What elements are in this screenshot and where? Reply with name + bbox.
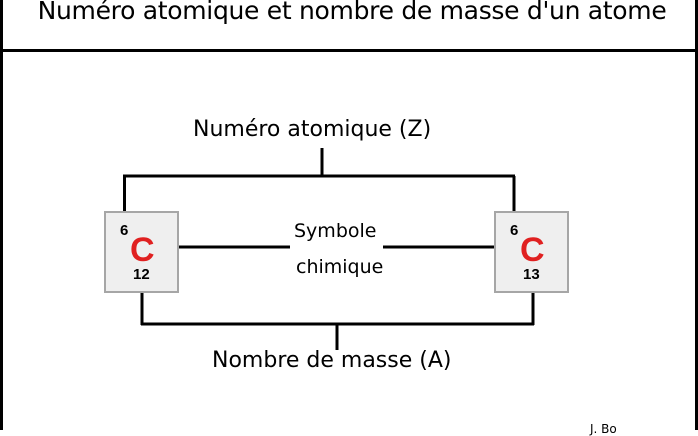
mass-number-label: Nombre de masse (A) [212,348,452,373]
carbon-13-tile: 6 C 13 [494,211,569,293]
symbol-label-line2: chimique [296,256,384,278]
title-bar: Numéro atomique et nombre de masse d'un … [0,0,698,52]
mass-number-value: 13 [523,266,540,283]
carbon-12-tile: 6 C 12 [104,211,179,293]
element-symbol: C [520,231,545,269]
atomic-number-label: Numéro atomique (Z) [193,117,432,142]
atomic-number-value: 6 [510,222,519,239]
atomic-number-value: 6 [120,222,129,239]
symbol-label-line1: Symbole [294,220,377,242]
author-credit: J. Bo [590,422,617,436]
mass-number-value: 12 [133,266,150,283]
diagram-title: Numéro atomique et nombre de masse d'un … [37,0,667,25]
element-symbol: C [130,231,155,269]
